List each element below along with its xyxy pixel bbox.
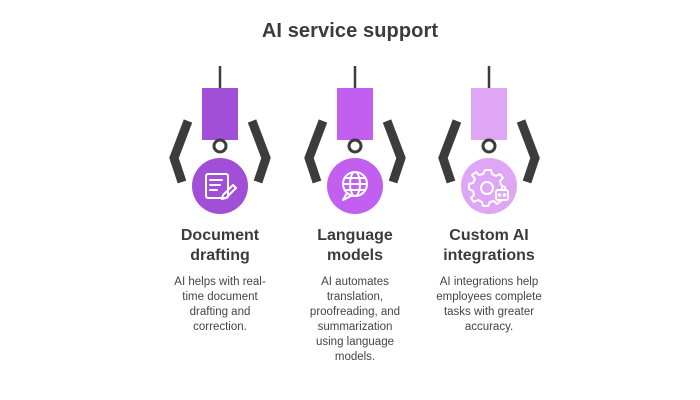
heading-line: drafting	[190, 247, 250, 264]
globe-chat-icon	[342, 171, 368, 201]
claw-pivot	[212, 138, 228, 154]
claw-graphic	[438, 66, 540, 214]
heading-line: Document	[180, 227, 260, 244]
desc-line: tasks with greater	[443, 306, 535, 318]
document-edit-icon	[205, 173, 237, 200]
gear-bot-icon	[468, 169, 509, 207]
column-heading: Language models	[265, 226, 445, 266]
claw-pivot	[481, 138, 497, 154]
claw-block	[202, 88, 238, 140]
column-description: AI integrations help employees complete …	[399, 275, 579, 335]
heading-line: models	[326, 247, 383, 264]
diagram-title: AI service support	[261, 20, 439, 42]
claw-arm-right	[247, 119, 271, 184]
desc-line: AI helps with real-	[174, 276, 266, 288]
desc-line: accuracy.	[464, 321, 514, 333]
desc-line: summarization	[317, 321, 393, 333]
desc-line: models.	[334, 351, 376, 363]
claw-arm-right	[382, 119, 406, 184]
claw-graphic	[169, 66, 271, 214]
desc-line: AI automates	[321, 276, 389, 288]
desc-line: proofreading, and	[309, 306, 401, 318]
heading-line: Language	[317, 227, 393, 244]
claw-pivot	[347, 138, 363, 154]
desc-line: translation,	[326, 291, 384, 303]
claw-arm-left	[169, 119, 193, 184]
claw-arm-left	[438, 119, 462, 184]
column-description: AI automates translation, proofreading, …	[265, 275, 445, 365]
claw-graphic	[304, 66, 406, 214]
column-heading: Custom AI integrations	[399, 226, 579, 266]
column-heading: Document drafting	[130, 226, 310, 266]
column-description: AI helps with real- time document drafti…	[130, 275, 310, 335]
desc-line: using language	[315, 336, 394, 348]
claw-block	[471, 88, 507, 140]
desc-line: drafting and	[189, 306, 251, 318]
heading-line: Custom AI	[449, 227, 529, 244]
desc-line: AI integrations help	[439, 276, 539, 288]
claw-arm-right	[516, 119, 540, 184]
heading-line: integrations	[443, 247, 535, 264]
claw-block	[337, 88, 373, 140]
desc-line: employees complete	[436, 291, 542, 303]
icon-circle	[327, 158, 383, 214]
desc-line: time document	[182, 291, 258, 303]
desc-line: correction.	[193, 321, 247, 333]
claw-arm-left	[304, 119, 328, 184]
